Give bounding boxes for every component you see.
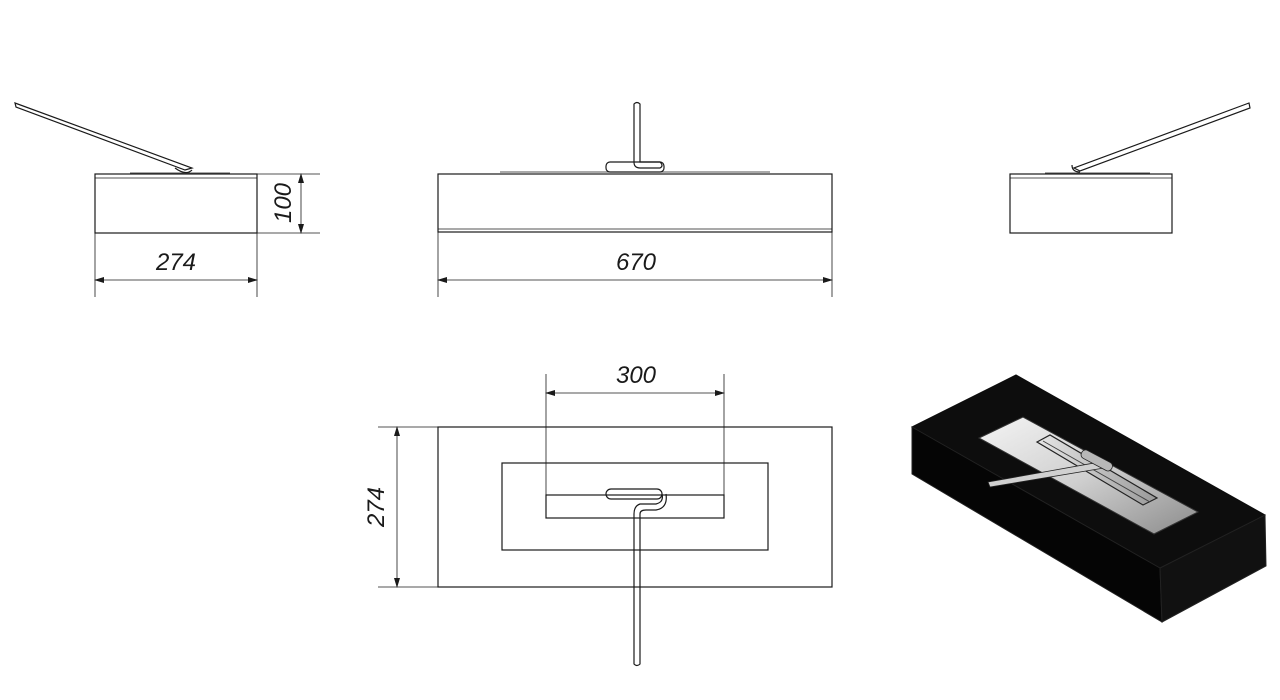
top-view-burner <box>545 494 725 519</box>
front-view: 670 <box>437 101 833 297</box>
top-view-outer <box>437 426 833 588</box>
side-view-handle <box>14 102 194 171</box>
left-side-view: 274 100 <box>14 102 320 297</box>
top-view-handle-grip <box>605 488 663 500</box>
isometric-view <box>910 374 1267 623</box>
iso-burner <box>1035 434 1159 506</box>
top-view-opening <box>501 462 769 551</box>
front-view-handle-base <box>605 161 665 173</box>
side-height-label: 100 <box>270 182 297 223</box>
right-side-view <box>1009 102 1251 234</box>
front-view-box <box>437 173 833 233</box>
top-view-handle-rod <box>633 493 667 667</box>
iso-right-face <box>1159 514 1267 623</box>
front-width-label: 670 <box>616 249 657 276</box>
right-side-view-handle <box>1072 102 1251 172</box>
side-width-label: 274 <box>155 249 196 276</box>
burner-width-label: 300 <box>616 362 657 389</box>
side-view-handle-hook <box>174 167 193 174</box>
front-view-handle <box>633 101 663 169</box>
side-view-box <box>94 173 258 234</box>
top-depth-label: 274 <box>363 487 390 528</box>
right-side-view-box <box>1009 173 1173 234</box>
iso-handle-grip <box>1080 449 1113 472</box>
right-side-handle-hook <box>1071 164 1081 173</box>
top-view: 300 274 <box>363 362 833 667</box>
